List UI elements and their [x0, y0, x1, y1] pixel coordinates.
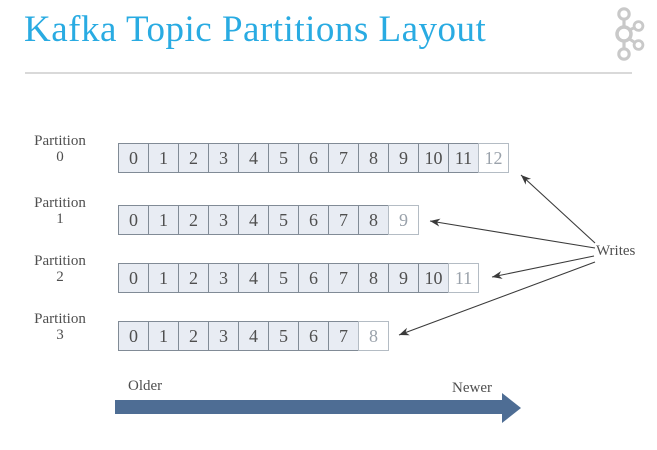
message-cell: 4	[238, 143, 269, 173]
message-cell: 0	[118, 321, 149, 351]
message-cell: 8	[358, 263, 389, 293]
newer-label: Newer	[452, 380, 492, 396]
message-cell: 8	[358, 205, 389, 235]
message-cell: 5	[268, 143, 299, 173]
message-cell: 1	[148, 143, 179, 173]
message-cell: 7	[328, 263, 359, 293]
message-cell: 7	[328, 205, 359, 235]
message-cell: 10	[418, 143, 449, 173]
older-label: Older	[128, 378, 163, 394]
message-cell: 1	[148, 205, 179, 235]
next-offset-cell: 12	[478, 143, 509, 173]
message-cell: 2	[178, 205, 209, 235]
message-cell: 2	[178, 321, 209, 351]
message-cell: 7	[328, 321, 359, 351]
message-cell: 6	[298, 205, 329, 235]
message-cell: 4	[238, 263, 269, 293]
message-cell: 3	[208, 263, 239, 293]
message-cell: 8	[358, 143, 389, 173]
message-cell: 1	[148, 321, 179, 351]
write-arrow-lines	[398, 174, 596, 336]
message-cell: 6	[298, 321, 329, 351]
message-cell: 6	[298, 263, 329, 293]
message-cell: 3	[208, 143, 239, 173]
message-cell: 2	[178, 143, 209, 173]
message-cell: 5	[268, 321, 299, 351]
message-cell: 7	[328, 143, 359, 173]
message-cell: 4	[238, 321, 269, 351]
message-cell: 0	[118, 143, 149, 173]
writes-label: Writes	[596, 243, 636, 259]
message-cell: 3	[208, 321, 239, 351]
message-cell: 2	[178, 263, 209, 293]
next-offset-cell: 8	[358, 321, 389, 351]
message-cell: 5	[268, 205, 299, 235]
message-cell: 4	[238, 205, 269, 235]
title-divider	[25, 72, 632, 74]
message-cell: 11	[448, 143, 479, 173]
message-cell: 0	[118, 205, 149, 235]
message-cell: 5	[268, 263, 299, 293]
message-cell: 9	[388, 263, 419, 293]
write-arrow-p1	[429, 218, 596, 249]
message-cell: 10	[418, 263, 449, 293]
page-title: Kafka Topic Partitions Layout	[24, 9, 487, 50]
message-cell: 1	[148, 263, 179, 293]
next-offset-cell: 9	[388, 205, 419, 235]
kafka-logo-icon	[615, 7, 645, 61]
next-offset-cell: 11	[448, 263, 479, 293]
write-arrow-p2	[491, 255, 595, 279]
write-arrow-p0	[520, 174, 596, 244]
message-cell: 0	[118, 263, 149, 293]
message-cell: 6	[298, 143, 329, 173]
message-cell: 3	[208, 205, 239, 235]
message-cell: 9	[388, 143, 419, 173]
